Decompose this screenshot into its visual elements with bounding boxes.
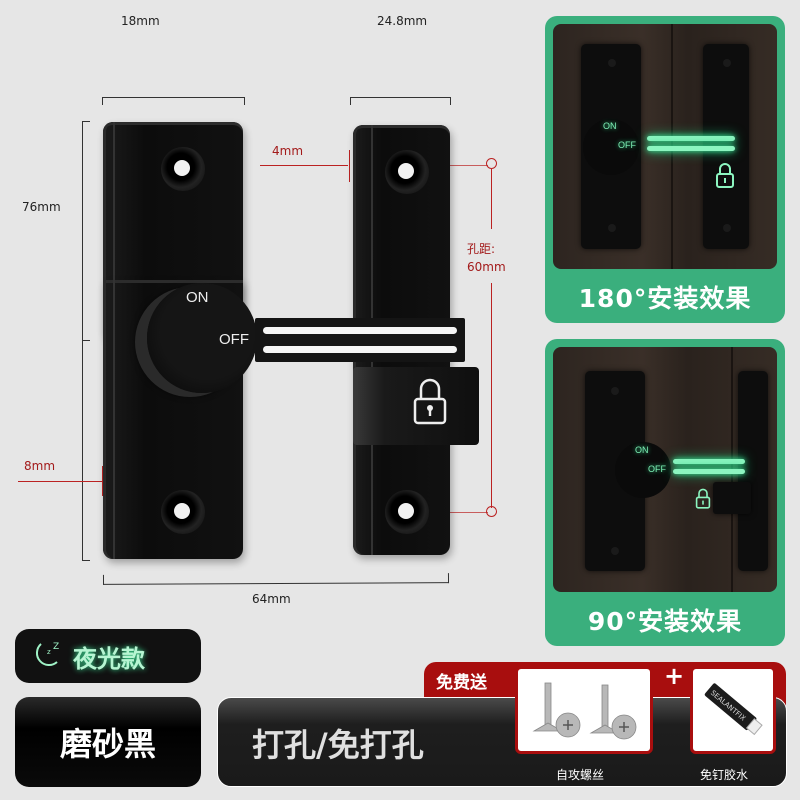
preview-90-caption: 90°安装效果 (587, 607, 743, 636)
preview-180-scene: ON OFF (553, 24, 777, 269)
hole-spacing-line-bottom (491, 283, 492, 508)
latch-bar (255, 318, 465, 362)
finish-label: 磨砂黑 (59, 725, 156, 763)
dim-plate-offset-arrow (18, 481, 102, 482)
lock-block (353, 367, 479, 445)
latch-bar-stripe-2 (263, 346, 457, 353)
mini-hole (608, 59, 616, 67)
screw-hole-right-top (385, 150, 429, 194)
screw-hole-left-top (161, 147, 205, 191)
install-type-label: 打孔/免打孔 (252, 726, 424, 764)
svg-text:z: z (47, 648, 51, 656)
finish-badge: 磨砂黑 (15, 697, 201, 787)
free-gift-title: 免费送 (436, 673, 487, 693)
preview-90-scene: ON OFF (553, 347, 777, 592)
hole-spacing-marker-top (486, 158, 497, 169)
preview-180: ON OFF 180°安装效果 (545, 16, 785, 323)
knob-off-label: OFF (219, 331, 249, 348)
gift-item-screws (515, 666, 653, 754)
night-glow-label: 夜光款 (73, 644, 145, 673)
hole-spacing-caption: 孔距: (467, 242, 496, 256)
glow-off-label: OFF (648, 464, 666, 474)
glow-on-label: ON (635, 445, 649, 455)
dim-height-bracket-bottom (82, 280, 90, 561)
padlock-icon (413, 378, 447, 425)
mini-hole (611, 387, 619, 395)
dim-latch-offset-arrow (260, 165, 348, 166)
hole-spacing-label: 孔距: 60mm (467, 240, 506, 276)
glow-on-label: ON (603, 121, 617, 131)
preview-90: ON OFF 90°安装效果 (545, 339, 785, 646)
latch-bar-stripe-1 (263, 327, 457, 334)
hole-spacing-value: 60mm (467, 260, 506, 274)
mini-hole (608, 224, 616, 232)
dim-plate-tick-a (102, 466, 103, 496)
dim-total-width: 64mm (252, 592, 291, 606)
svg-text:Z: Z (53, 642, 59, 652)
hole-spacing-line-top (491, 169, 492, 229)
dim-plate-offset: 8mm (24, 459, 56, 473)
dim-right-width: 24.8mm (377, 14, 428, 28)
glow-off-label: OFF (618, 140, 636, 150)
mini-lock-block (713, 482, 751, 514)
dim-height-bracket-top (82, 121, 90, 341)
gift-item-glue-label: 免钉胶水 (700, 768, 749, 782)
dim-left-width: 18mm (121, 14, 160, 28)
mini-hole (611, 547, 619, 555)
plus-sign: + (664, 662, 685, 690)
hole-spacing-marker-bottom (486, 506, 497, 517)
moon-sleep-icon: z Z (35, 642, 59, 667)
glow-stripe-1 (673, 459, 745, 464)
glow-stripe-2 (673, 469, 745, 474)
dim-height: 76mm (22, 200, 61, 214)
glow-stripe-1 (647, 136, 735, 141)
glue-tube-icon: SEALANTFIX (704, 683, 763, 736)
rotating-knob[interactable]: ON OFF (147, 283, 257, 393)
dim-latch-offset: 4mm (272, 144, 304, 158)
dim-right-width-bracket (350, 97, 451, 105)
gift-item-glue: SEALANTFIX (690, 666, 776, 754)
mini-hole (723, 224, 731, 232)
dim-total-width-bracket (102, 573, 450, 585)
knob-on-label: ON (186, 289, 209, 306)
glow-padlock-icon (695, 488, 711, 509)
screws-icon (532, 682, 637, 740)
screw-hole-right-bottom (385, 490, 429, 534)
dim-left-width-bracket (102, 97, 245, 105)
glow-stripe-2 (647, 146, 735, 151)
screw-hole-left-bottom (161, 490, 205, 534)
mini-knob (615, 442, 671, 498)
plate-bevel (113, 122, 115, 339)
night-glow-badge: z Z 夜光款 (15, 629, 201, 683)
glow-padlock-icon (716, 163, 734, 188)
dim-latch-tick-a (349, 150, 350, 182)
mini-knob (583, 119, 639, 175)
mini-hole (723, 59, 731, 67)
gift-item-screws-label: 自攻螺丝 (556, 768, 605, 782)
preview-180-caption: 180°安装效果 (578, 284, 752, 313)
plate-bevel (113, 280, 115, 559)
